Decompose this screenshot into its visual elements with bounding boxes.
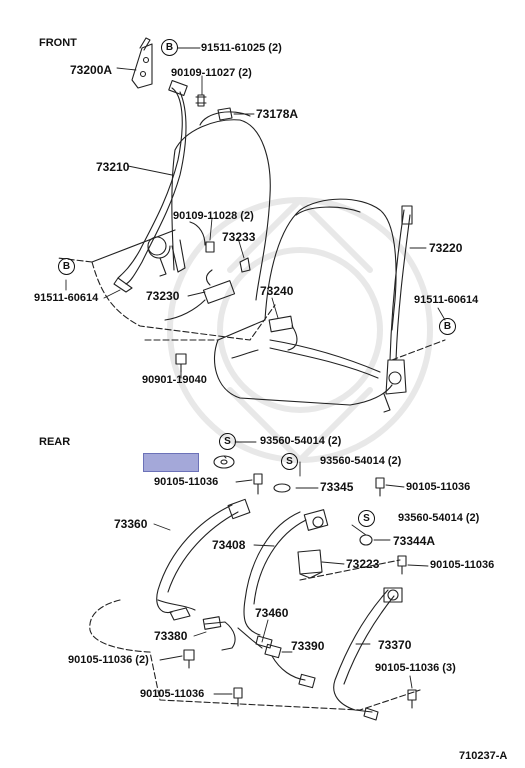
front-belt-73210 (113, 80, 188, 293)
symbol-b-circle: B (439, 318, 456, 335)
rear-cushion (89, 559, 421, 711)
part-label-73220[interactable]: 73220 (429, 241, 463, 255)
part-label-91511-60614-right[interactable]: 91511-60614 (414, 294, 479, 306)
bolt-90901-19040 (175, 353, 187, 373)
buckle-73240 (231, 315, 298, 359)
bolt-90109-11028 (205, 241, 215, 253)
front-belt-73220 (269, 205, 413, 413)
symbol-b-circle: B (58, 258, 75, 275)
rear-belt-73360 (156, 498, 251, 621)
rear-bolts (183, 473, 417, 709)
part-label-93560-54014-a[interactable]: 93560-54014 (2) (260, 435, 342, 447)
part-label-90109-11028[interactable]: 90109-11028 (2) (173, 210, 254, 222)
part-label-73230[interactable]: 73230 (146, 289, 180, 303)
rear-belt-73370 (333, 587, 403, 721)
part-label-73380[interactable]: 73380 (154, 629, 188, 643)
part-label-90105-11036-b[interactable]: 90105-11036 (406, 481, 471, 493)
bolt-90109-11027 (195, 94, 207, 107)
part-label-73360[interactable]: 73360 (114, 517, 148, 531)
buckle-73460 (237, 627, 263, 649)
part-label-90105-11036-a[interactable]: 90105-11036 (154, 476, 219, 488)
rear-leader-lines (153, 441, 429, 695)
washer-left (213, 455, 235, 469)
buckle-73230 (164, 221, 236, 321)
front-leader-lines (65, 47, 446, 379)
part-label-91511-61025[interactable]: 91511-61025 (2) (201, 42, 282, 54)
buckle-73223 (297, 549, 323, 579)
anchor-73200A (131, 37, 153, 89)
symbol-s-circle: S (219, 433, 236, 450)
cover-73233 (239, 257, 251, 273)
part-label-93560-54014-b[interactable]: 93560-54014 (2) (320, 455, 402, 467)
part-label-93560-54014-c[interactable]: 93560-54014 (2) (398, 512, 480, 524)
part-label-91511-60614-left[interactable]: 91511-60614 (34, 292, 99, 304)
part-label-73210[interactable]: 73210 (96, 160, 130, 174)
cover-73178A (217, 107, 233, 121)
part-label-90105-11036-2[interactable]: 90105-11036 (2) (68, 654, 149, 666)
symbol-s-circle: S (358, 510, 375, 527)
part-label-90901-19040[interactable]: 90901-19040 (142, 374, 207, 386)
rear-belt-73408 (243, 509, 329, 649)
part-label-73390[interactable]: 73390 (291, 639, 325, 653)
part-label-73344A[interactable]: 73344A (393, 534, 436, 548)
section-front: FRONT (39, 37, 77, 49)
spacer-73345 (273, 483, 291, 493)
part-label-90105-11036-c[interactable]: 90105-11036 (430, 559, 495, 571)
part-label-73460[interactable]: 73460 (255, 606, 289, 620)
buckle-73390 (264, 643, 316, 689)
part-label-73345[interactable]: 73345 (320, 480, 354, 494)
symbol-b-circle: B (161, 39, 178, 56)
symbol-s-circle: S (281, 453, 298, 470)
part-label-73223[interactable]: 73223 (346, 557, 380, 571)
part-label-73408[interactable]: 73408 (212, 538, 246, 552)
spacer-73344A (359, 534, 373, 546)
part-label-73240[interactable]: 73240 (260, 284, 294, 298)
part-label-90109-11027[interactable]: 90109-11027 (2) (171, 67, 252, 79)
buckle-73380 (202, 616, 236, 651)
part-label-73178A[interactable]: 73178A (256, 107, 299, 121)
front-right-seat (144, 198, 446, 406)
highlight-box (143, 453, 199, 472)
part-label-90105-11036-3[interactable]: 90105-11036 (3) (375, 662, 456, 674)
part-label-73200A[interactable]: 73200A (70, 63, 113, 77)
section-rear: REAR (39, 436, 71, 448)
part-label-73233[interactable]: 73233 (222, 230, 256, 244)
part-label-73370[interactable]: 73370 (378, 638, 412, 652)
diagram-code: 710237-A (459, 750, 508, 762)
front-left-seat (57, 111, 276, 341)
part-label-90105-11036-d[interactable]: 90105-11036 (140, 688, 205, 700)
